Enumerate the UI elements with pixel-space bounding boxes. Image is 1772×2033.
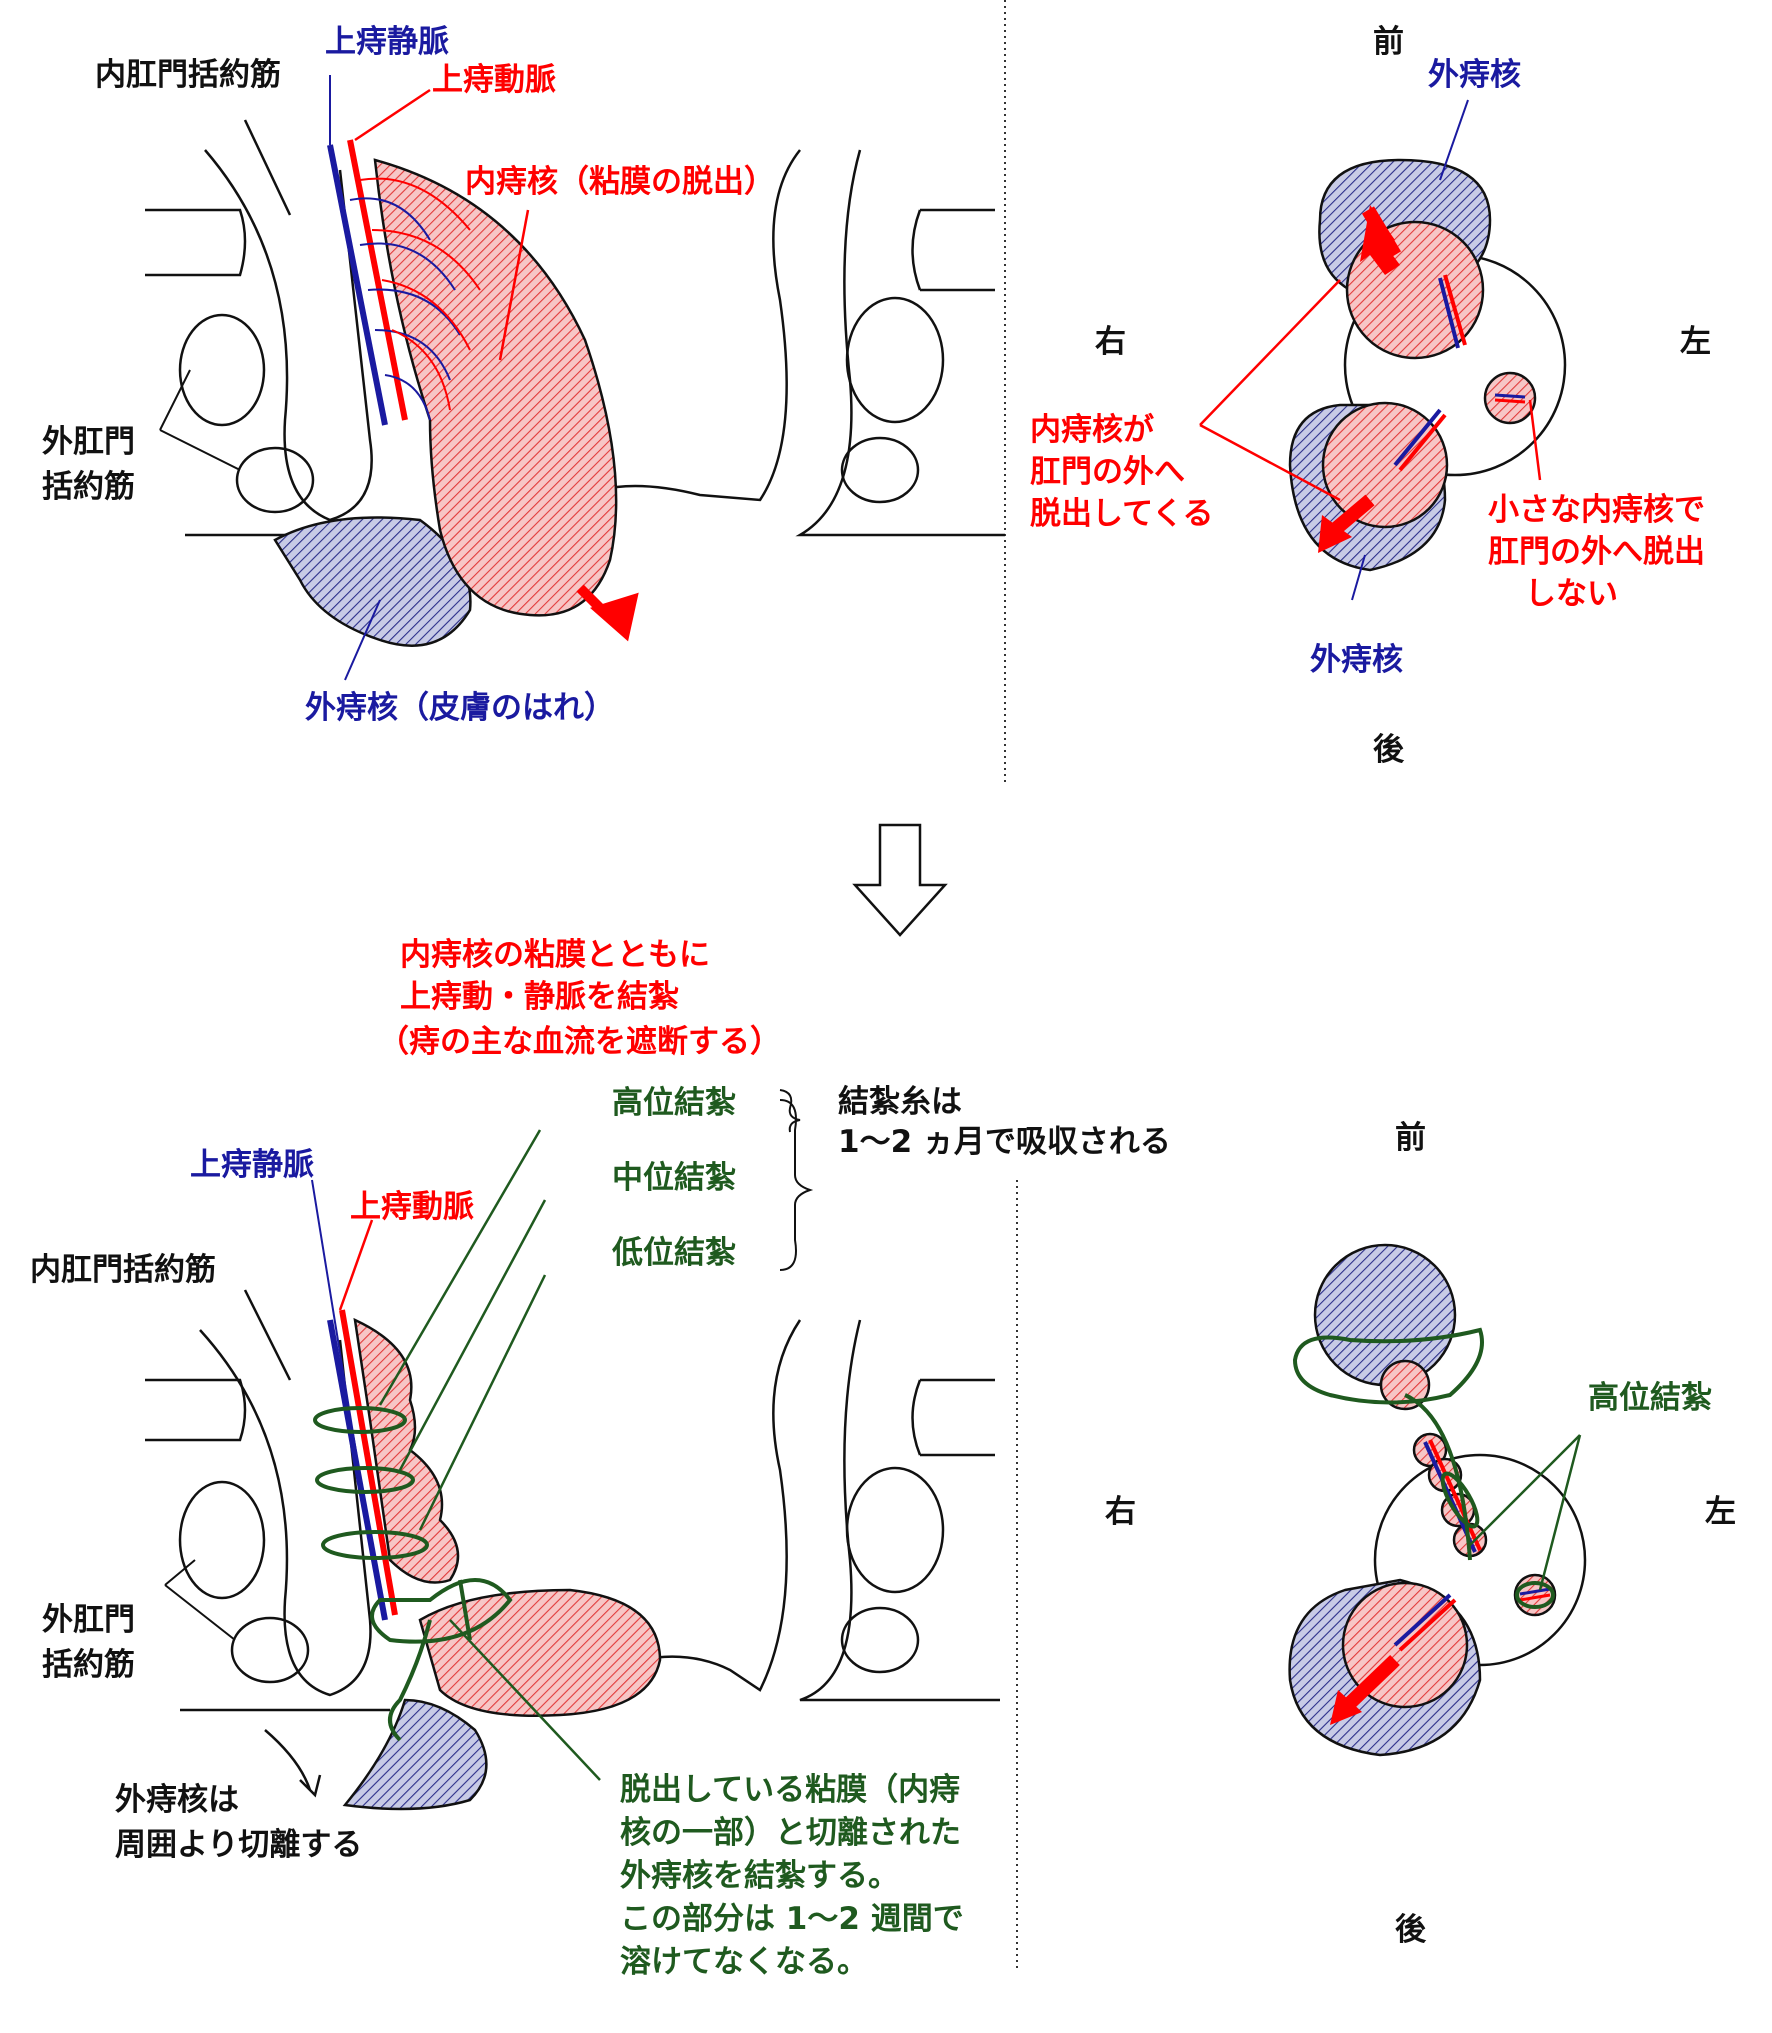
br-ligatures — [1292, 1327, 1555, 1609]
prolapse-line-1: 内痔核が — [1030, 412, 1154, 448]
top-left-anatomy — [145, 75, 1005, 681]
superior-vein-line — [327, 144, 388, 426]
bottom-left-anatomy — [145, 1129, 1000, 1811]
low-ligation-label: 低位結紮 — [611, 1235, 736, 1271]
note-line-2: 核の一部）と切離された — [620, 1815, 961, 1851]
ligated-mucosa-shape — [418, 1588, 662, 1717]
ligation-line-2: 上痔動・静脈を結紮 — [400, 979, 679, 1015]
bl-external-sphincter-label-2: 括約筋 — [42, 1647, 135, 1683]
absorb-line-1: 結紮糸は — [838, 1084, 962, 1120]
small-line-2: 肛門の外へ脱出 — [1488, 534, 1705, 570]
cut-arrow-icon — [264, 1729, 322, 1798]
external-bottom-label: 外痔核 — [1310, 642, 1403, 678]
internal-bottom-circle — [1321, 401, 1449, 529]
left-label-top: 左 — [1680, 324, 1711, 360]
br-arrow-icon — [1330, 1690, 1362, 1725]
high-ligation-label: 高位結紮 — [612, 1085, 736, 1121]
prolapse-line-3: 脱出してくる — [1030, 496, 1214, 532]
internal-sphincter-label: 内肛門括約筋 — [95, 57, 281, 93]
external-hemorrhoid-label: 外痔核（皮膚のはれ） — [305, 690, 615, 726]
bl-superior-vein-label: 上痔静脈 — [190, 1147, 314, 1183]
top-right-anatomy — [1199, 99, 1567, 601]
superior-artery-label: 上痔動脈 — [432, 62, 556, 98]
external-top-label: 外痔核 — [1428, 57, 1521, 93]
back-label-top: 後 — [1373, 732, 1405, 768]
prolapse-arrow-icon — [576, 584, 639, 642]
bl-superior-artery-label: 上痔動脈 — [350, 1189, 474, 1225]
ligature-loops — [313, 1406, 513, 1742]
bl-sphincter-upper — [178, 1480, 266, 1600]
bl-external-sphincter-label-1: 外肛門 — [42, 1602, 135, 1638]
right-sphincter-lower — [840, 436, 920, 504]
superior-artery-line — [347, 139, 408, 421]
small-line-3: しない — [1525, 576, 1618, 612]
front-label-bottom: 前 — [1395, 1120, 1426, 1156]
br-high-ligation-label: 高位結紮 — [1588, 1380, 1712, 1416]
note-line-1: 脱出している粘膜（内痔 — [620, 1772, 960, 1808]
right-label-top: 右 — [1095, 324, 1126, 360]
front-label-top: 前 — [1373, 24, 1404, 60]
br-sphincter-lower — [840, 1606, 920, 1674]
external-sphincter-lower — [235, 446, 315, 514]
small-internal-circle — [1483, 371, 1537, 425]
small-line-1: 小さな内痔核で — [1488, 492, 1705, 528]
mid-ligation-label: 中位結紮 — [612, 1160, 736, 1196]
bl-sphincter-lower — [230, 1616, 310, 1684]
back-label-bottom: 後 — [1395, 1912, 1427, 1948]
cut-line-2: 周囲より切離する — [115, 1827, 362, 1863]
down-arrow-icon — [852, 823, 948, 937]
external-sphincter-label-2: 括約筋 — [42, 469, 135, 505]
bl-internal-sphincter-label: 内肛門括約筋 — [30, 1252, 216, 1288]
right-sphincter-upper — [845, 296, 945, 424]
cut-external-shape — [342, 1698, 488, 1811]
br-external-top — [1313, 1243, 1457, 1387]
note-line-5: 溶けてなくなる。 — [620, 1944, 868, 1980]
note-line-4: この部分は 1～2 週間で — [620, 1901, 964, 1937]
external-hemorrhoid-shape — [273, 516, 472, 647]
prolapse-line-2: 肛門の外へ — [1030, 454, 1185, 490]
left-label-bottom: 左 — [1705, 1494, 1736, 1530]
right-label-bottom: 右 — [1105, 1494, 1136, 1530]
bottom-right-anatomy — [1288, 1243, 1587, 1757]
superior-vein-label: 上痔静脈 — [325, 24, 449, 60]
external-sphincter-upper — [178, 313, 266, 427]
internal-hemorrhoid-label: 内痔核（粘膜の脱出） — [465, 164, 775, 200]
absorb-line-2: 1～2 ヵ月で吸収される — [838, 1124, 1171, 1160]
brace-large — [779, 1099, 814, 1271]
brace-small — [779, 1089, 801, 1133]
internal-hemorrhoid-shape — [373, 158, 618, 617]
cut-line-1: 外痔核は — [115, 1782, 239, 1818]
ligation-line-1: 内痔核の粘膜とともに — [400, 937, 710, 973]
br-sphincter-upper — [845, 1466, 945, 1594]
ligation-line-3: （痔の主な血流を遮断する） — [378, 1024, 781, 1060]
external-sphincter-label-1: 外肛門 — [42, 424, 135, 460]
note-line-3: 外痔核を結紮する。 — [620, 1858, 899, 1894]
